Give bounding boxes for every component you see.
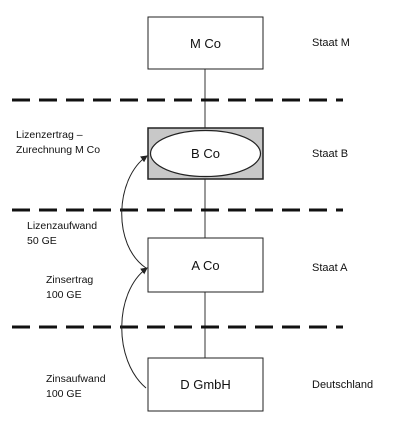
m-co-box [147,16,264,70]
d-gmbh-box [147,357,264,412]
zinsaufwand-label-line2: 100 GE [46,388,82,400]
lizenzaufwand-label-line1: Lizenzaufwand [27,220,97,232]
b-co-label: B Co [191,146,220,161]
state-label-a: Staat A [312,262,348,274]
flow-arrow-d-to-a [121,267,148,389]
state-label-m: Staat M [312,37,350,49]
zinsertrag-label-line1: Zinsertrag [46,274,93,286]
lizenzertrag-label-line1: Lizenzertrag – [16,129,83,141]
lizenzertrag-label-line2: Zurechnung M Co [16,144,100,156]
d-gmbh-label: D GmbH [180,377,231,392]
a-co-box [147,237,264,293]
state-label-b: Staat B [312,148,348,160]
m-co-label: M Co [190,36,221,51]
zinsaufwand-label-line1: Zinsaufwand [46,373,106,385]
flow-arrow-a-to-b [121,155,148,269]
b-co-ellipse [149,129,262,178]
zinsertrag-label-line2: 100 GE [46,289,82,301]
lizenzaufwand-label-line2: 50 GE [27,235,57,247]
state-label-de: Deutschland [312,379,373,391]
a-co-label: A Co [191,258,219,273]
